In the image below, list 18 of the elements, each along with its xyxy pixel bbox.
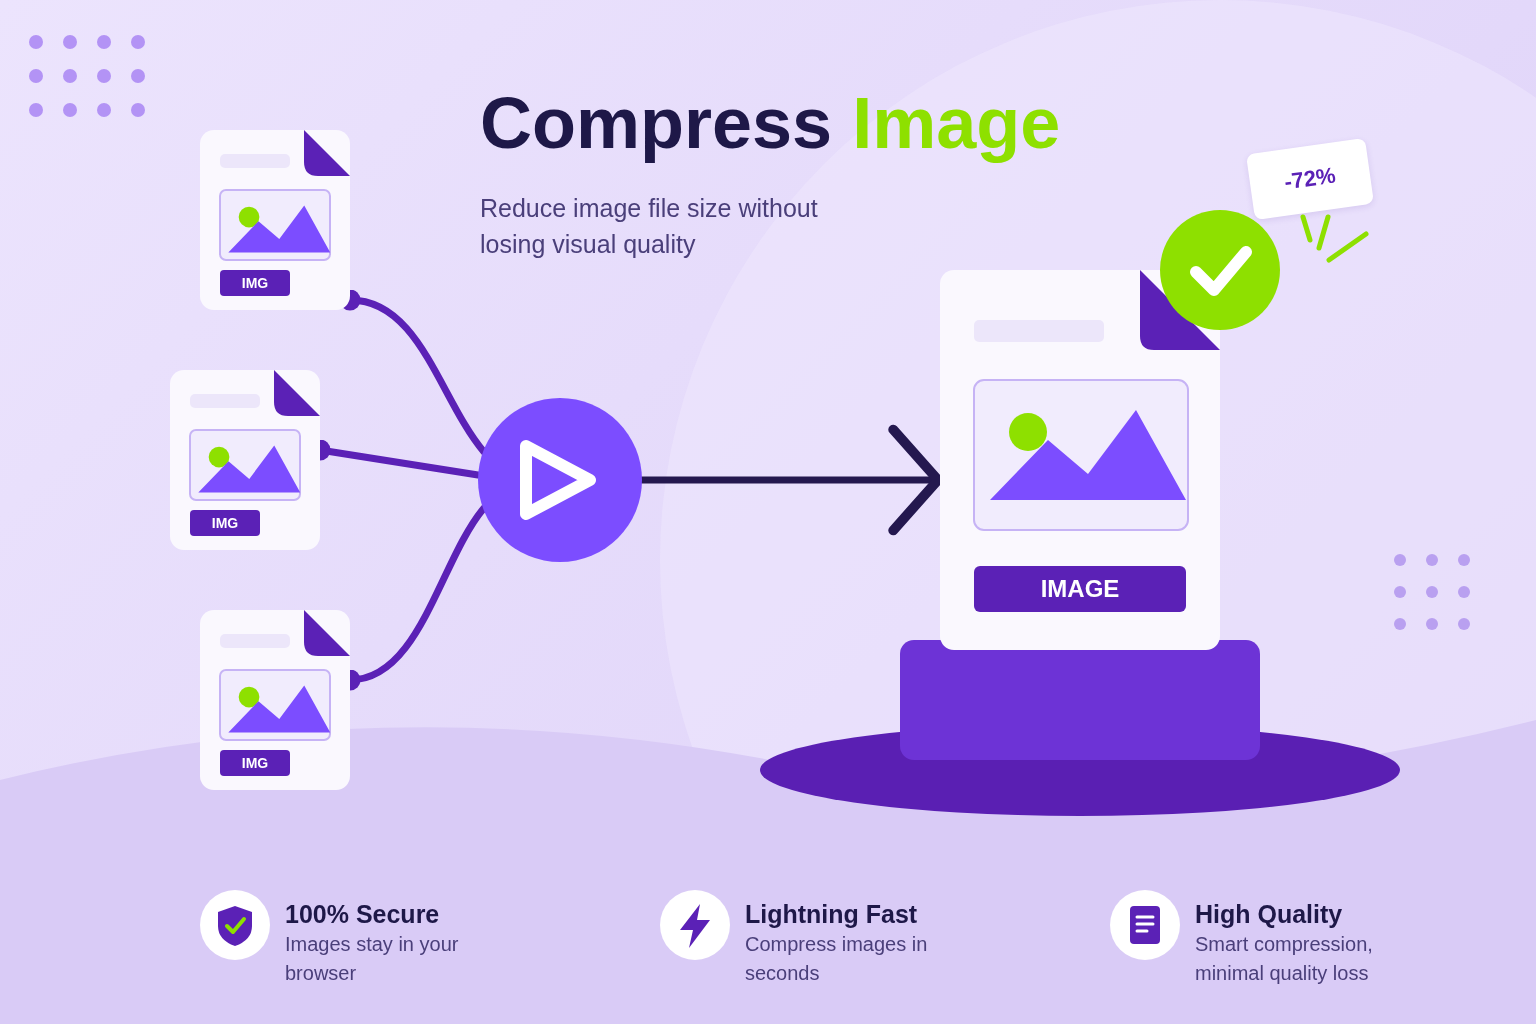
file-type-label: IMG bbox=[190, 510, 260, 536]
feature-description: Compress images in seconds bbox=[745, 932, 929, 986]
file-type-label: IMG bbox=[220, 270, 290, 296]
feature-description: Smart compression, minimal quality loss bbox=[1195, 932, 1374, 986]
file-document bbox=[200, 610, 350, 790]
feature-heading: Lightning Fast bbox=[745, 899, 919, 930]
feature-heading: 100% Secure bbox=[285, 899, 441, 930]
title: Compress Image bbox=[480, 82, 1061, 164]
file-type-label: IMG bbox=[220, 750, 290, 776]
file-document bbox=[940, 270, 1220, 650]
file-document bbox=[170, 370, 320, 550]
subtitle: Reduce image file size without losing visual quality bbox=[480, 193, 819, 261]
file-type-label: IMAGE bbox=[974, 566, 1186, 612]
file-document bbox=[200, 130, 350, 310]
feature-heading: High Quality bbox=[1195, 899, 1344, 930]
percentage-text: -72% bbox=[1281, 161, 1339, 197]
percentage-tag bbox=[1246, 137, 1374, 221]
feature-description: Images stay in your browser bbox=[285, 932, 460, 986]
